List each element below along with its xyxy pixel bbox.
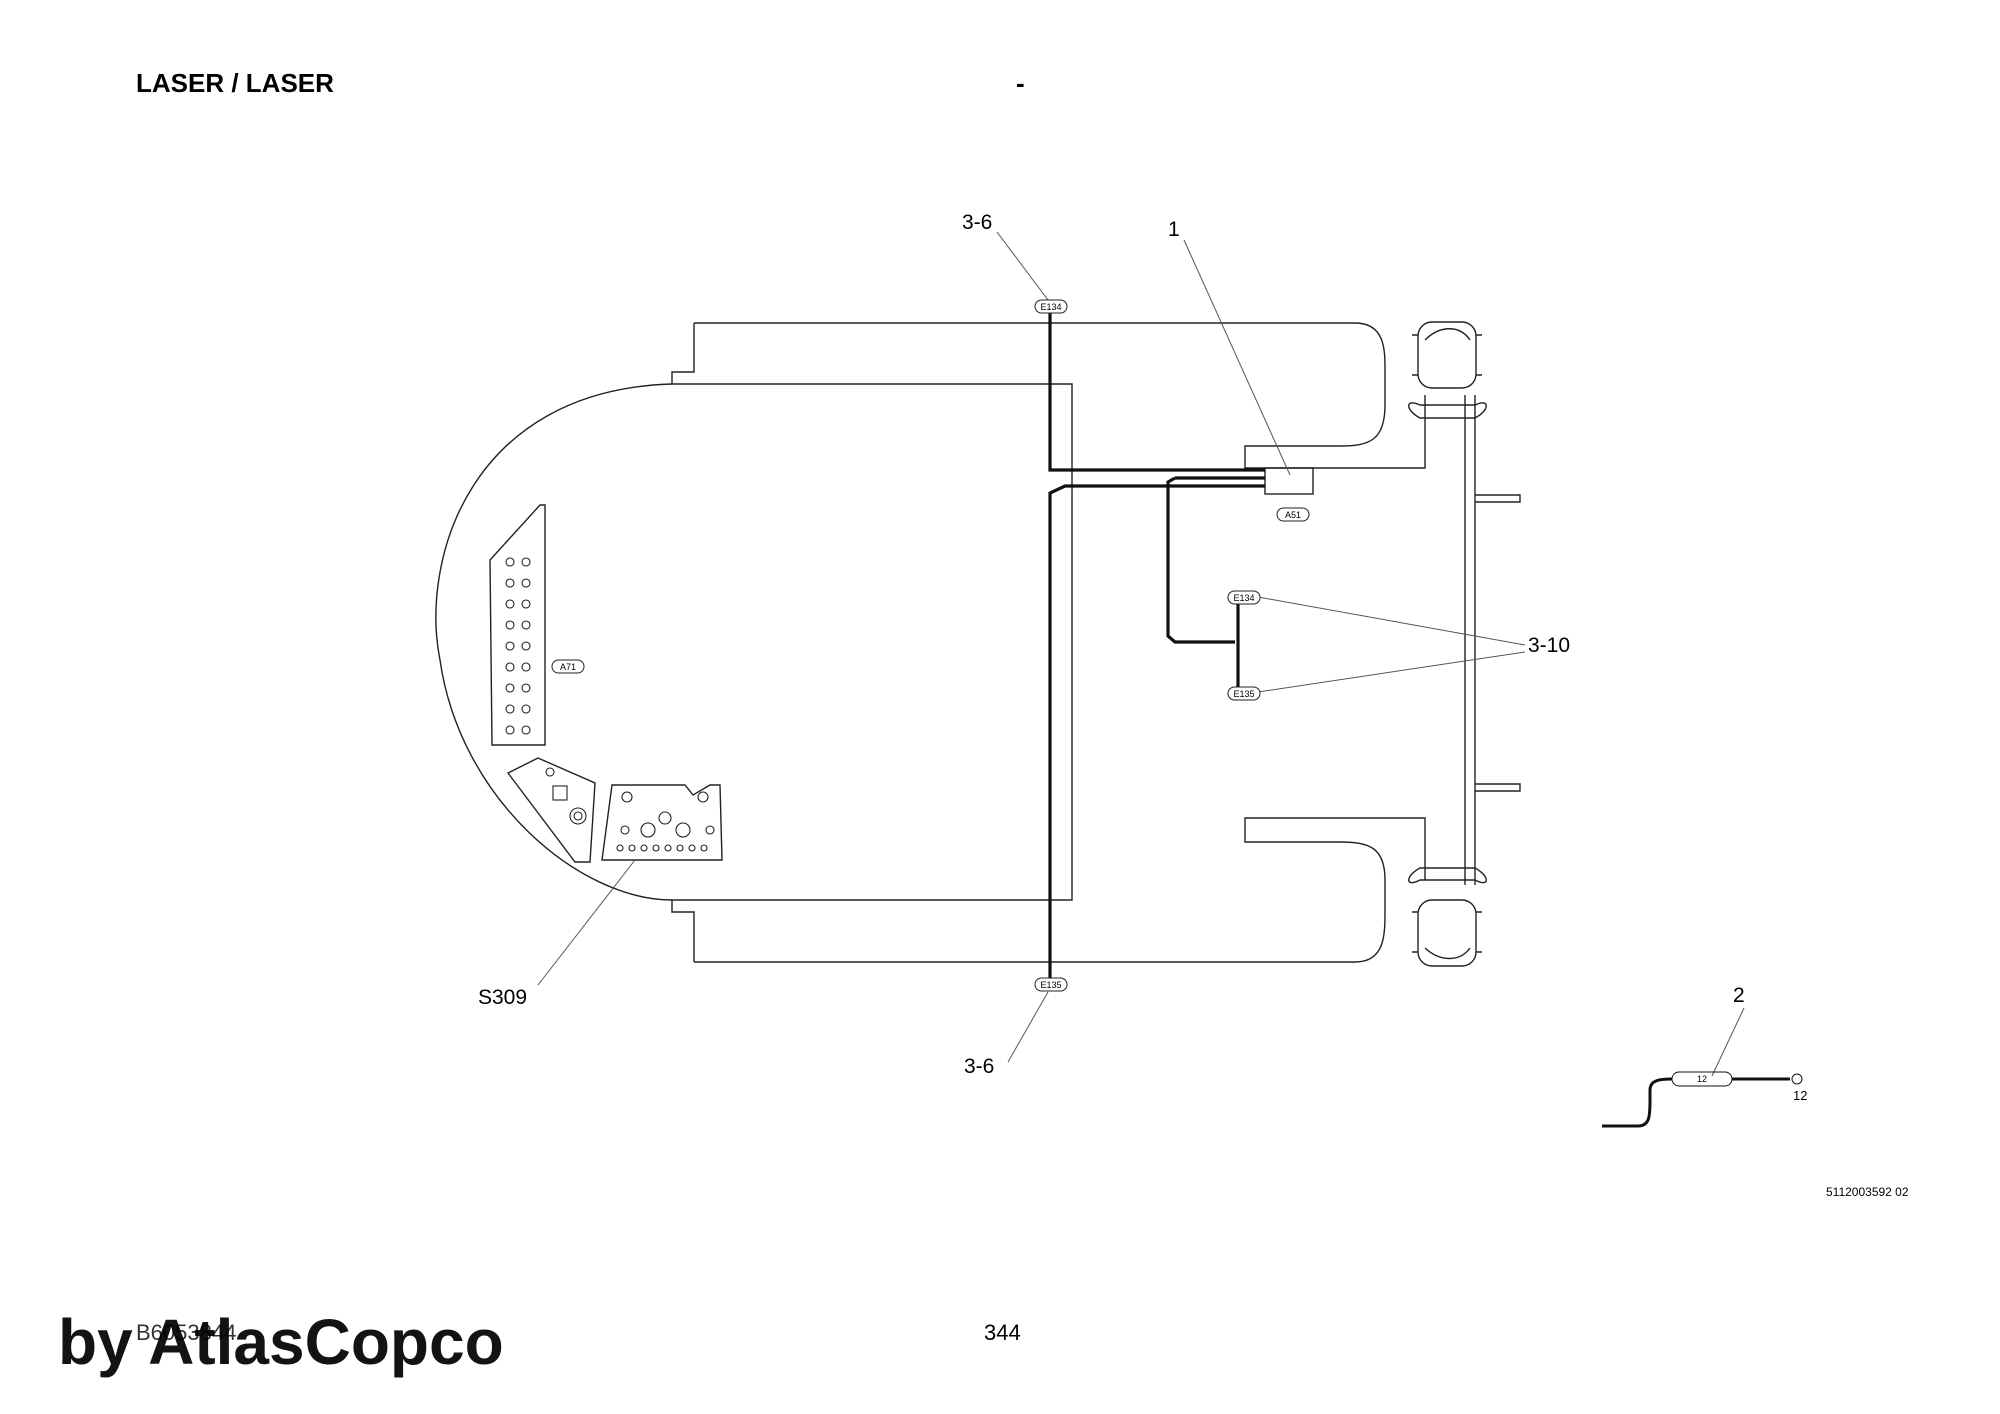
small-panel (506, 757, 596, 863)
footer-code: B6053844 (136, 1320, 237, 1345)
harness-e134 (1048, 307, 1265, 472)
header-dash: - (1016, 68, 1025, 98)
callout-1: 1 (1168, 218, 1180, 241)
detail-number-label: 12 (1793, 1088, 1807, 1103)
leader-lines (537, 231, 1745, 1077)
tag-a71: A71 (560, 662, 576, 672)
tag-e135-bottom: E135 (1040, 980, 1061, 990)
callout-2: 2 (1733, 984, 1745, 1007)
panel-switches (505, 557, 715, 852)
tag-e134-top: E134 (1040, 302, 1061, 312)
page-title: LASER / LASER (136, 68, 334, 98)
a71-panel (489, 504, 546, 746)
operator-area (435, 383, 673, 901)
document-number: 5112003592 02 (1826, 1185, 1909, 1199)
callout-s309: S309 (478, 986, 527, 1009)
detail-harness (1602, 1071, 1803, 1128)
harness (1048, 307, 1265, 985)
callout-3-6-bottom: 3-6 (964, 1055, 994, 1078)
callout-3-10: 3-10 (1528, 634, 1570, 657)
tag-a51: A51 (1285, 510, 1301, 520)
s309-panel (601, 784, 723, 861)
watermark: by AtlasCopco (58, 1306, 504, 1378)
harness-branch (1166, 476, 1235, 644)
harness-e135 (1048, 484, 1265, 985)
body-outline-bottom (694, 817, 1426, 963)
front-step-top (671, 323, 1073, 962)
rear-axle (1464, 395, 1476, 885)
tag-e134-right: E134 (1233, 593, 1254, 603)
callout-3-6-top: 3-6 (962, 211, 992, 234)
body-outline (694, 322, 1426, 469)
a51-box (1264, 467, 1314, 495)
tag-e135-right: E135 (1233, 689, 1254, 699)
wheel-top (1417, 321, 1477, 389)
wheel-bottom (1417, 899, 1477, 967)
detail-number-inline: 12 (1697, 1074, 1707, 1084)
page-number: 344 (984, 1320, 1021, 1345)
